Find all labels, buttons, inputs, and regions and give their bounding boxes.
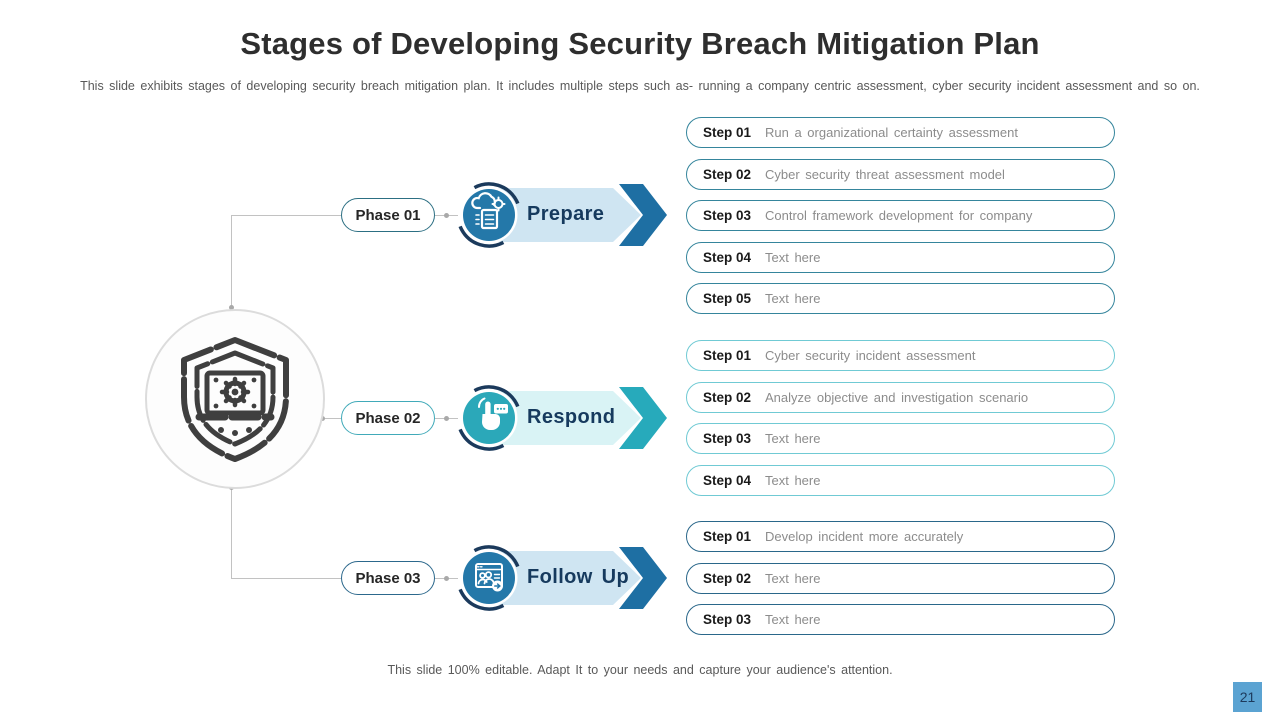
phase-arrow-label: Prepare (527, 203, 605, 225)
step-text: Text here (765, 249, 821, 265)
step-row: Step 05 Text here (686, 283, 1115, 314)
slide-description: This slide exhibits stages of developing… (80, 79, 1200, 93)
page-title: Stages of Developing Security Breach Mit… (240, 26, 1040, 61)
step-label: Step 02 (703, 570, 752, 586)
shield-gear-laptop-icon (145, 309, 325, 489)
step-label: Step 01 (703, 348, 752, 363)
phase-label: Phase 02 (355, 410, 421, 427)
step-text: Develop incident more accurately (765, 529, 964, 544)
step-row: Step 03 Control framework development fo… (686, 200, 1115, 231)
step-text: Text here (765, 570, 821, 586)
step-label: Step 02 (703, 389, 752, 405)
connector-line (322, 418, 341, 419)
step-text: Text here (765, 291, 821, 306)
step-text: Run a organizational certainty assessmen… (765, 125, 1018, 140)
follow-up-arrow-banner: Follow Up (449, 545, 673, 611)
step-row: Step 03 Text here (686, 423, 1115, 454)
step-label: Step 05 (703, 291, 752, 306)
step-label: Step 04 (703, 249, 752, 265)
cloud-gear-checklist-icon (471, 192, 506, 230)
connector-dot (443, 415, 449, 421)
hand-click-chat-icon (478, 397, 508, 430)
respond-arrow-banner: Respond (449, 385, 673, 451)
phase-arrow-label: Follow Up (527, 566, 630, 588)
phase-label: Phase 03 (355, 570, 421, 587)
step-label: Step 03 (703, 208, 752, 223)
connector-line (231, 487, 232, 578)
step-text: Cyber security threat assessment model (765, 166, 1005, 182)
step-text: Cyber security incident assessment (765, 348, 976, 363)
step-row: Step 04 Text here (686, 464, 1115, 496)
step-label: Step 01 (703, 529, 752, 544)
editable-note: This slide 100% editable. Adapt It to yo… (387, 663, 893, 677)
step-text: Analyze objective and investigation scen… (765, 389, 1029, 405)
step-row: Step 02 Analyze objective and investigat… (686, 381, 1115, 413)
step-text: Text here (765, 472, 821, 488)
page-number-badge: 21 (1233, 682, 1262, 712)
connector-dot (443, 212, 449, 218)
connector-dot (228, 304, 234, 310)
step-row: Step 01 Run a organizational certainty a… (686, 117, 1115, 148)
step-label: Step 03 (703, 612, 752, 627)
step-row: Step 02 Cyber security threat assessment… (686, 158, 1115, 190)
phase-02-pill: Phase 02 (341, 401, 435, 435)
phase-arrow-label: Respond (527, 406, 616, 428)
step-label: Step 01 (703, 125, 752, 140)
step-label: Step 04 (703, 472, 752, 488)
phase-label: Phase 01 (355, 207, 421, 224)
step-row: Step 01 Develop incident more accurately (686, 521, 1115, 552)
connector-line (231, 578, 341, 579)
step-row: Step 02 Text here (686, 562, 1115, 594)
profile-card-arrow-icon (475, 563, 503, 592)
connector-line (231, 215, 341, 216)
connector-line (231, 215, 232, 307)
step-row: Step 01 Cyber security incident assessme… (686, 340, 1115, 371)
phase-03-pill: Phase 03 (341, 561, 435, 595)
step-label: Step 02 (703, 166, 752, 182)
phase-01-pill: Phase 01 (341, 198, 435, 232)
step-label: Step 03 (703, 431, 752, 446)
step-row: Step 03 Text here (686, 604, 1115, 635)
step-text: Text here (765, 612, 821, 627)
step-row: Step 04 Text here (686, 241, 1115, 273)
prepare-arrow-banner: Prepare (449, 182, 673, 248)
connector-dot (443, 575, 449, 581)
step-text: Text here (765, 431, 821, 446)
step-text: Control framework development for compan… (765, 208, 1033, 223)
